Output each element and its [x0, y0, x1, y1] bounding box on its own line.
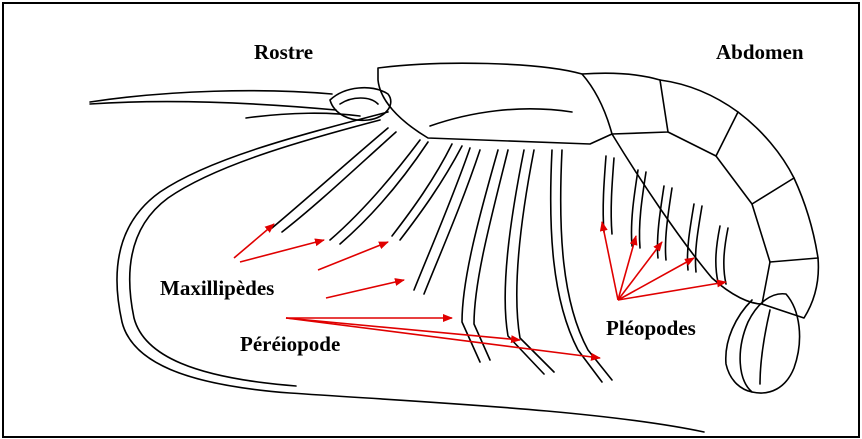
- abdomen-segment-3: [716, 112, 794, 204]
- label-pereiopode: Péréiopode: [240, 334, 340, 355]
- pereiopod-2b: [474, 150, 508, 360]
- abdomen-segment-1: [582, 73, 668, 134]
- maxilliped-1: [272, 128, 388, 228]
- pereiopod-3: [505, 150, 544, 374]
- antennule-2: [90, 102, 336, 110]
- label-pleopodes: Pléopodes: [606, 318, 696, 339]
- telson: [740, 294, 799, 393]
- arrow-maxilliped-3: [318, 242, 388, 270]
- label-rostre: Rostre: [254, 42, 313, 63]
- pereiopod-2: [462, 150, 498, 362]
- antenna-outline: [117, 112, 704, 432]
- arrow-pleopod-3: [618, 242, 662, 300]
- pereiopod-1: [414, 148, 470, 290]
- abdomen-segment-5: [762, 258, 818, 318]
- pereiopod-3b: [517, 150, 554, 372]
- arrow-maxilliped-2: [240, 240, 324, 262]
- label-abdomen: Abdomen: [716, 42, 804, 63]
- maxilliped-1b: [282, 132, 396, 232]
- label-maxillipedes: Maxillipèdes: [160, 278, 274, 299]
- uropod: [726, 300, 752, 392]
- carapace-groove: [430, 109, 572, 126]
- eye-cluster-detail: [340, 98, 378, 104]
- maxilliped-2: [330, 140, 420, 240]
- arrow-maxilliped-4: [326, 280, 404, 298]
- arrow-pleopod-2: [618, 236, 636, 300]
- pleopod-1b: [611, 158, 614, 234]
- abdomen-segment-4: [752, 178, 818, 262]
- uropod-line: [760, 310, 770, 384]
- pleopod-5b: [724, 228, 728, 284]
- maxilliped-3: [392, 144, 452, 236]
- pleopod-1: [603, 156, 606, 232]
- pleopod-2: [631, 170, 638, 246]
- pereiopod-1b: [424, 150, 480, 294]
- antennule-1: [90, 91, 332, 102]
- abdomen-segment-2: [660, 80, 738, 156]
- carapace: [378, 63, 612, 144]
- arrow-pleopod-1: [602, 222, 618, 300]
- arrow-maxilliped-1: [234, 224, 274, 258]
- pleopod-5: [716, 226, 720, 282]
- pereiopod-4: [551, 150, 602, 382]
